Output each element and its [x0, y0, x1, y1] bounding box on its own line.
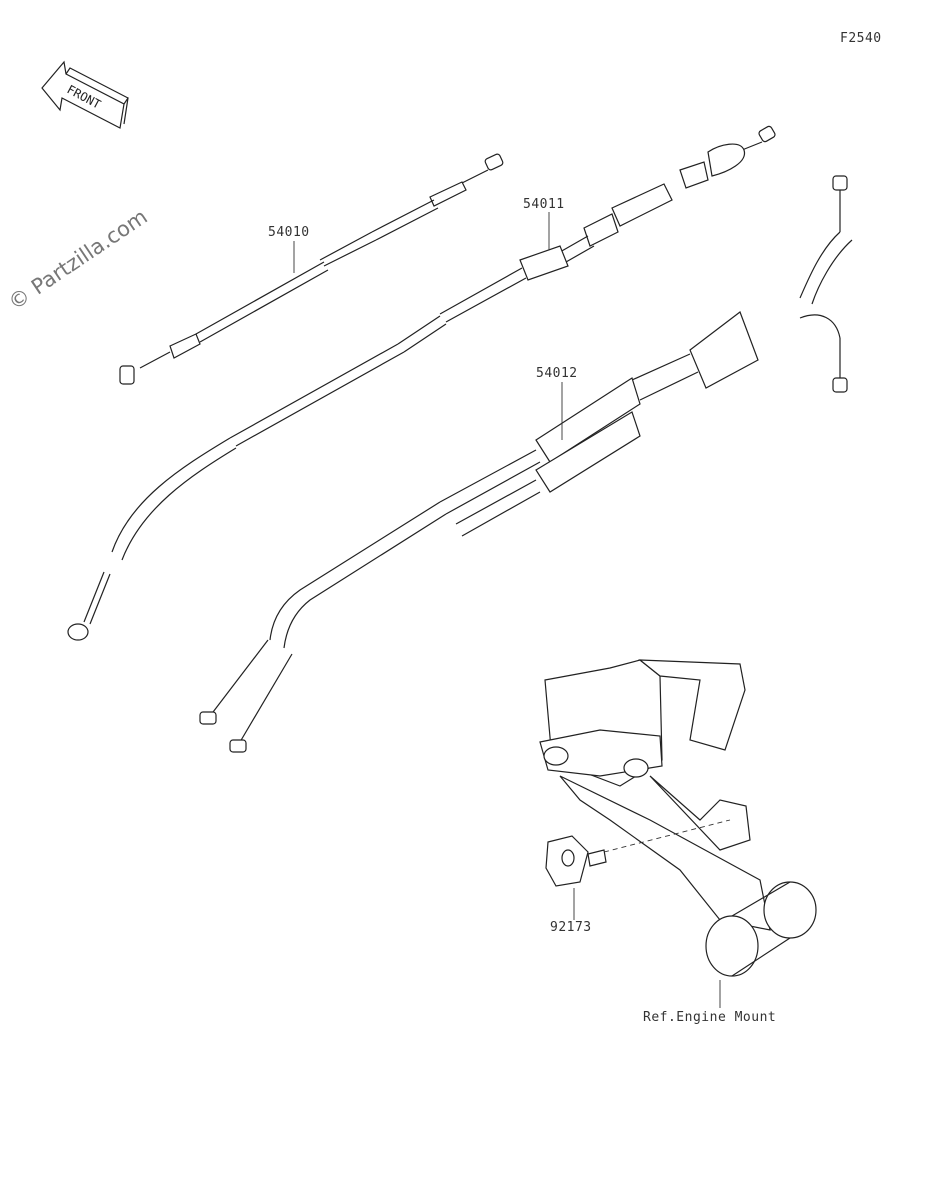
front-arrow-icon: FRONT — [41, 60, 129, 129]
leader-lines — [293, 212, 721, 1008]
clamp-92173 — [545, 835, 607, 887]
part-label-54011[interactable]: 54011 — [523, 197, 565, 212]
part-label-92173[interactable]: 92173 — [550, 920, 592, 935]
part-label-54010[interactable]: 54010 — [268, 225, 310, 240]
cable-54011 — [67, 125, 776, 641]
cable-54010 — [119, 153, 504, 385]
part-label-54012[interactable]: 54012 — [536, 366, 578, 381]
diagram-code: F2540 — [840, 31, 882, 46]
cable-54012 — [199, 175, 853, 753]
reference-label: Ref.Engine Mount — [643, 1010, 777, 1025]
engine-mount-bracket — [539, 659, 817, 977]
